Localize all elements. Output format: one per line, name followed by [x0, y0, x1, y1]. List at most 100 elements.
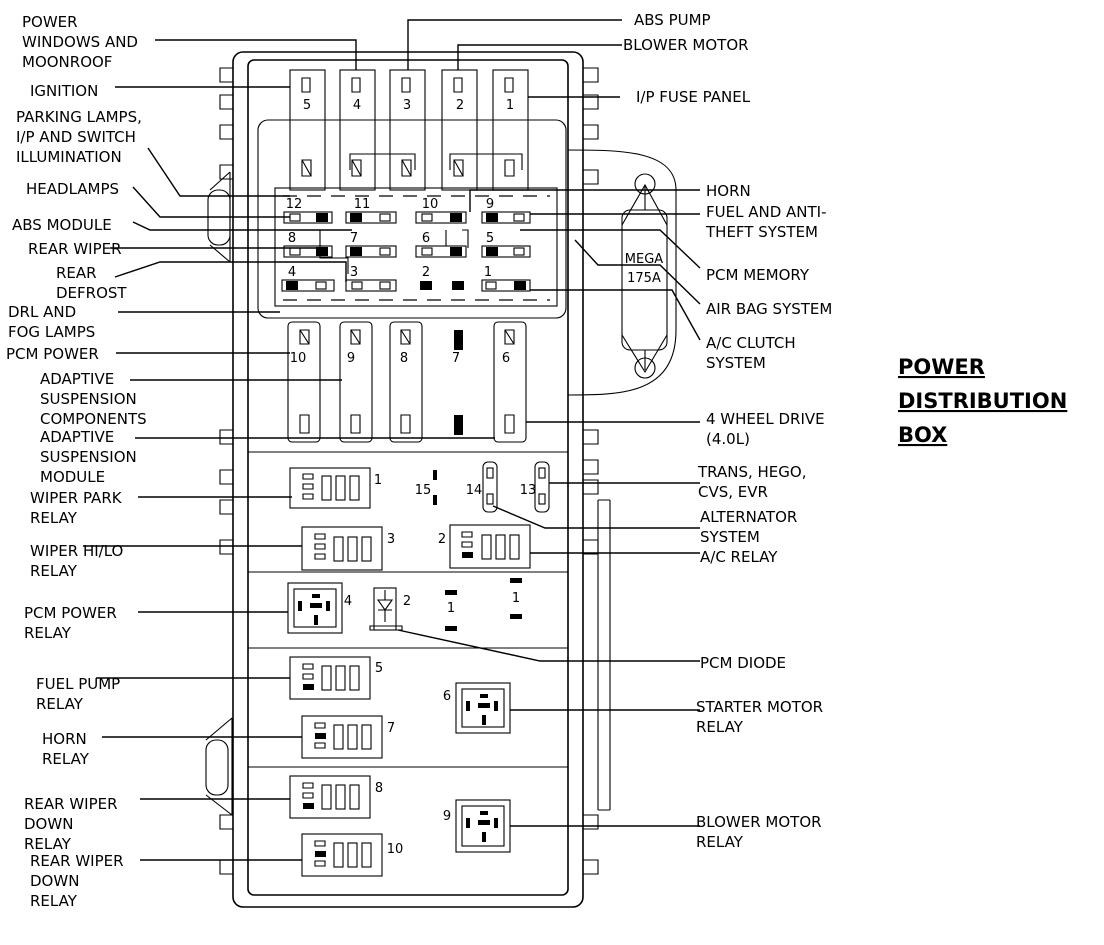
label-power-windows: WINDOWS AND — [22, 33, 138, 51]
leader-lines — [83, 19, 701, 861]
label-parking-lamps: I/P AND SWITCH — [16, 128, 136, 146]
label-abs-pump: ABS PUMP — [634, 11, 711, 29]
top-fuse-panel — [257, 69, 677, 396]
mini-fuse-row2 — [283, 245, 531, 258]
label-fuel-pump-relay: RELAY — [36, 695, 84, 713]
label-horn: HORN — [706, 182, 751, 200]
label-rear-defrost: REAR — [56, 264, 97, 282]
relay-number: 6 — [443, 689, 451, 704]
mini-fuse-row1 — [283, 211, 531, 224]
label-adaptive-susp-components: COMPONENTS — [40, 410, 147, 428]
jumper-number: 1 — [447, 601, 455, 616]
relay-number: 2 — [438, 532, 446, 547]
label-starter-motor-relay: STARTER MOTOR — [696, 698, 823, 716]
label-fuel-anti-theft: FUEL AND ANTI- — [706, 203, 827, 221]
label-horn-relay: RELAY — [42, 750, 90, 768]
top-fuse-number: 3 — [403, 98, 411, 113]
label-pcm-diode: PCM DIODE — [700, 654, 786, 672]
label-rear-wiper-down-relay-2: RELAY — [30, 892, 78, 910]
label-trans-hego: TRANS, HEGO, — [697, 463, 806, 481]
label-ac-relay: A/C RELAY — [700, 548, 778, 566]
label-fuel-pump-relay: FUEL PUMP — [36, 675, 120, 693]
label-blower-motor: BLOWER MOTOR — [623, 36, 749, 54]
label-rear-wiper-down-relay-2: DOWN — [30, 872, 79, 890]
label-parking-lamps: ILLUMINATION — [16, 148, 122, 166]
middle-fuse-number: 8 — [400, 351, 408, 366]
mini-fuse-number: 5 — [486, 231, 494, 246]
top-fuse-number: 2 — [456, 98, 464, 113]
relay-number: 3 — [387, 532, 395, 547]
relay-number: 10 — [387, 842, 404, 857]
label-parking-lamps: PARKING LAMPS, — [16, 108, 142, 126]
relay-number: 7 — [387, 721, 395, 736]
middle-fuse-number: 7 — [452, 351, 460, 366]
label-rear-wiper-down-relay-1: DOWN — [24, 815, 73, 833]
middle-fuse-number: 9 — [347, 351, 355, 366]
relay-number: 8 — [375, 781, 383, 796]
label-ignition: IGNITION — [30, 82, 98, 100]
mini-fuse-number: 4 — [288, 265, 296, 280]
title-line: BOX — [898, 423, 947, 447]
label-blower-motor-relay: BLOWER MOTOR — [696, 813, 822, 831]
mini-fuse-number: 2 — [422, 265, 430, 280]
label-blower-motor-relay: RELAY — [696, 833, 744, 851]
mini-fuse-number: 12 — [286, 197, 303, 212]
top-fuse-number: 1 — [506, 98, 514, 113]
label-ac-clutch: SYSTEM — [706, 354, 766, 372]
label-ip-fuse-panel: I/P FUSE PANEL — [636, 88, 751, 106]
label-adaptive-susp-module: SUSPENSION — [40, 448, 137, 466]
mini-fuse-number: 7 — [350, 231, 358, 246]
label-alternator: SYSTEM — [700, 528, 760, 546]
mini-fuse-number: 8 — [288, 231, 296, 246]
label-adaptive-susp-module: ADAPTIVE — [40, 428, 114, 446]
label-pcm-power-fuse: PCM POWER — [6, 345, 99, 363]
label-power-windows: POWER — [22, 13, 78, 31]
mega-fuse-label: MEGA — [625, 252, 664, 267]
mini-fuse-number: 3 — [350, 265, 358, 280]
label-fuel-anti-theft: THEFT SYSTEM — [705, 223, 818, 241]
label-rear-wiper-down-relay-2: REAR WIPER — [30, 852, 124, 870]
label-starter-motor-relay: RELAY — [696, 718, 744, 736]
top-fuse-number: 4 — [353, 98, 361, 113]
label-pcm-power-relay: RELAY — [24, 624, 72, 642]
label-power-windows: MOONROOF — [22, 53, 112, 71]
mini-fuse-number: 10 — [422, 197, 439, 212]
relay-number: 1 — [374, 473, 382, 488]
label-ac-clutch: A/C CLUTCH — [706, 334, 796, 352]
left-labels: POWER WINDOWS AND MOONROOF IGNITION PARKING … — [6, 13, 147, 910]
label-drl-fog: FOG LAMPS — [8, 323, 95, 341]
label-adaptive-susp-components: ADAPTIVE — [40, 370, 114, 388]
label-rear-wiper: REAR WIPER — [28, 240, 122, 258]
label-alternator: ALTERNATOR — [700, 508, 797, 526]
label-adaptive-susp-module: MODULE — [40, 468, 105, 486]
label-headlamps: HEADLAMPS — [26, 180, 119, 198]
label-wiper-park-relay: RELAY — [30, 509, 78, 527]
label-horn-relay: HORN — [42, 730, 87, 748]
right-labels: ABS PUMP BLOWER MOTOR I/P FUSE PANEL HORN FU… — [623, 11, 832, 851]
label-drl-fog: DRL AND — [8, 303, 76, 321]
jumper-number: 1 — [512, 591, 520, 606]
relay-number: 5 — [375, 661, 383, 676]
label-trans-hego: CVS, EVR — [698, 483, 768, 501]
label-four-wheel-drive: 4 WHEEL DRIVE — [706, 410, 825, 428]
title-line: POWER — [898, 355, 985, 379]
mini-fuse-number: 1 — [484, 265, 492, 280]
relay-number: 4 — [344, 594, 352, 609]
label-rear-wiper-down-relay-1: REAR WIPER — [24, 795, 118, 813]
label-abs-module: ABS MODULE — [12, 216, 112, 234]
label-four-wheel-drive: (4.0L) — [706, 430, 750, 448]
mini-fuse-number: 11 — [354, 197, 371, 212]
middle-fuse-number: 10 — [290, 351, 307, 366]
small-fuse-number: 14 — [466, 483, 483, 498]
mini-fuse-number: 9 — [486, 197, 494, 212]
label-wiper-park-relay: WIPER PARK — [30, 489, 123, 507]
relay-section — [287, 461, 550, 877]
diode-number: 2 — [403, 594, 411, 609]
mini-fuse-row3 — [281, 229, 531, 292]
label-air-bag: AIR BAG SYSTEM — [706, 300, 832, 318]
top-fuse-number: 5 — [303, 98, 311, 113]
relay-number: 9 — [443, 809, 451, 824]
